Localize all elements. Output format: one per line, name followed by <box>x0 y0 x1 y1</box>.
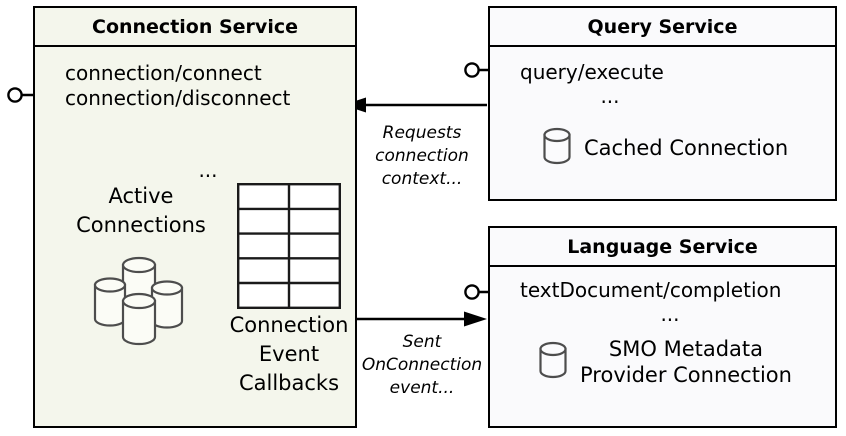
language-service-title: Language Service <box>490 228 835 267</box>
query-service-operations: query/execute <box>520 60 820 85</box>
connection-service-operations: connection/connect connection/disconnect <box>65 61 345 111</box>
operation-textdocument-completion: textDocument/completion <box>520 278 782 302</box>
language-service-operations: textDocument/completion <box>520 278 840 303</box>
database-icon <box>538 340 568 384</box>
component-connection-service[interactable]: Connection Service connection/connect co… <box>33 6 357 428</box>
connector-label-sent-onconnection-event: Sent OnConnection event... <box>358 331 486 400</box>
connection-service-title: Connection Service <box>35 8 355 47</box>
query-service-datastore: Cached Connection <box>542 126 788 170</box>
query-service-operations-ellipsis: ... <box>600 84 620 108</box>
connector-label-sent-line2: OnConnection <box>361 355 483 375</box>
database-cluster-cylinder-left <box>93 277 127 327</box>
active-connections-label-line2: Connections <box>76 213 206 237</box>
connector-query-to-connection <box>343 97 487 113</box>
component-language-service[interactable]: Language Service textDocument/completion… <box>488 226 837 428</box>
callbacks-label-line2: Event <box>258 342 320 366</box>
callbacks-label-line1: Connection <box>229 313 349 337</box>
language-service-operations-ellipsis: ... <box>660 302 680 326</box>
connector-label-sent-line1: Sent <box>402 332 442 352</box>
query-service-datastore-label: Cached Connection <box>584 136 789 160</box>
database-icon <box>542 126 572 170</box>
database-cluster-cylinder-front <box>121 292 157 346</box>
connector-connection-to-language <box>340 311 487 327</box>
connector-label-requests-line2: connection <box>375 146 469 166</box>
grid-table-icon <box>237 183 341 309</box>
connection-event-callbacks-label: Connection Event Callbacks <box>213 311 365 398</box>
component-query-service[interactable]: Query Service query/execute ... Cached C… <box>488 6 837 201</box>
connector-label-requests-connection-context: Requests connection context... <box>358 122 486 191</box>
database-cluster-cylinder-right <box>150 280 184 329</box>
database-cluster-icon <box>87 251 197 349</box>
connection-service-operations-ellipsis: ... <box>198 158 218 182</box>
operation-query-execute: query/execute <box>520 60 664 84</box>
operation-connection-disconnect: connection/disconnect <box>65 86 291 110</box>
connector-label-requests-line1: Requests <box>382 123 462 143</box>
active-connections-label: Active Connections <box>71 182 211 240</box>
language-service-datastore-label-line1: SMO Metadata <box>608 337 764 361</box>
callbacks-label-line3: Callbacks <box>238 371 340 395</box>
connector-label-requests-line3: context... <box>381 169 463 189</box>
language-service-datastore-label-line2: Provider Connection <box>580 363 792 387</box>
active-connections-label-line1: Active <box>108 184 174 208</box>
operation-connection-connect: connection/connect <box>65 61 262 85</box>
language-service-datastore-label: SMO Metadata Provider Connection <box>580 336 792 388</box>
language-service-datastore: SMO Metadata Provider Connection <box>538 336 792 388</box>
query-service-title: Query Service <box>490 8 835 47</box>
connector-label-sent-line3: event... <box>389 378 455 398</box>
